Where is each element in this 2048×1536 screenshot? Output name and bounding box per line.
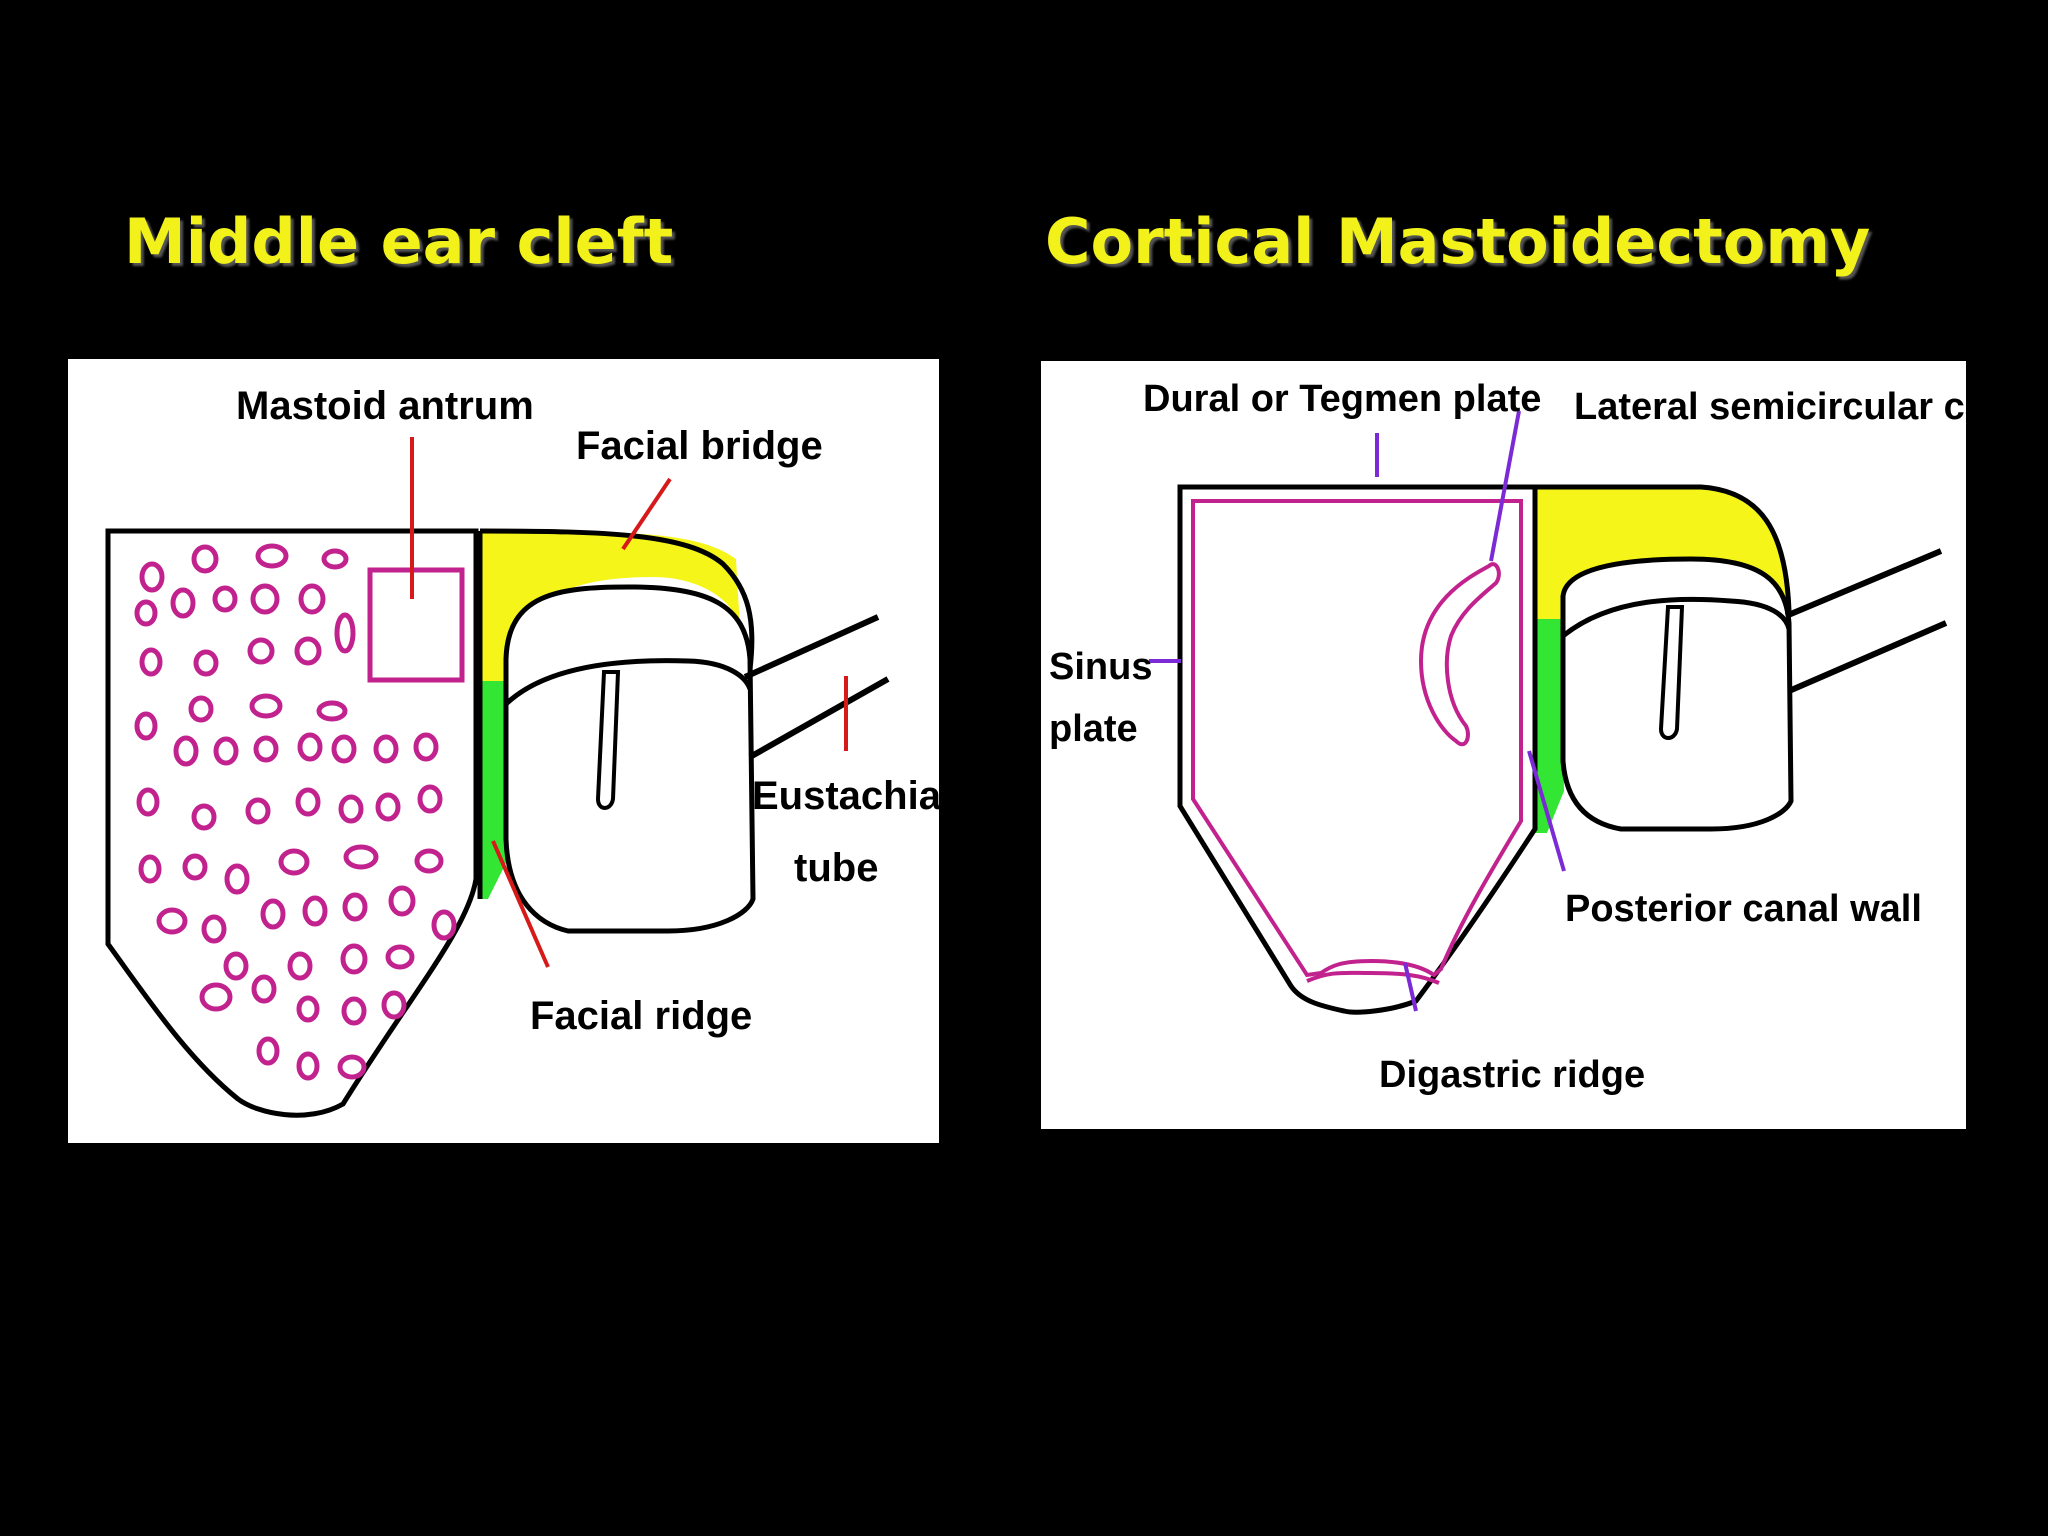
label-posterior-canal-wall: Posterior canal wall <box>1565 888 1922 930</box>
right-title: Cortical Mastoidectomy <box>1045 205 1871 278</box>
middle-ear-cleft-diagram: Mastoid antrum Facial bridge Eustachian … <box>68 359 939 1143</box>
label-facial-bridge: Facial bridge <box>576 424 823 468</box>
label-eustachian-line2: tube <box>794 846 878 890</box>
mastoid-outline <box>105 528 479 1118</box>
label-digastric-ridge: Digastric ridge <box>1379 1054 1645 1096</box>
facial-bridge-region <box>480 531 740 681</box>
label-facial-ridge: Facial ridge <box>530 994 752 1038</box>
facial-ridge-region <box>1535 619 1564 833</box>
facial-bridge-region <box>1535 486 1786 619</box>
label-dural-tegmen-plate: Dural or Tegmen plate <box>1143 378 1541 420</box>
mastoid-cavity-outline <box>1177 484 1538 1015</box>
left-leader-lines <box>410 437 848 968</box>
label-sinus-line2: plate <box>1049 708 1138 750</box>
right-leader-lines <box>1149 410 1566 1012</box>
mastoid-cavity-inner <box>1191 499 1523 978</box>
cortical-mastoidectomy-diagram: Dural or Tegmen plate Lateral semicircul… <box>1041 361 1966 1129</box>
left-title: Middle ear cleft <box>124 205 674 278</box>
mastoid-air-cells <box>134 543 457 1081</box>
mastoid-antrum-box <box>367 567 465 683</box>
middle-ear-space <box>503 584 756 934</box>
label-lateral-semicircular-canal: Lateral semicircular canal <box>1574 386 1966 428</box>
lateral-semicircular-canal <box>1418 562 1501 747</box>
facial-ridge-region <box>480 681 508 899</box>
label-eustachian-line1: Eustachian <box>752 774 939 818</box>
label-sinus-line1: Sinus <box>1049 646 1152 688</box>
label-mastoid-antrum: Mastoid antrum <box>236 384 534 428</box>
